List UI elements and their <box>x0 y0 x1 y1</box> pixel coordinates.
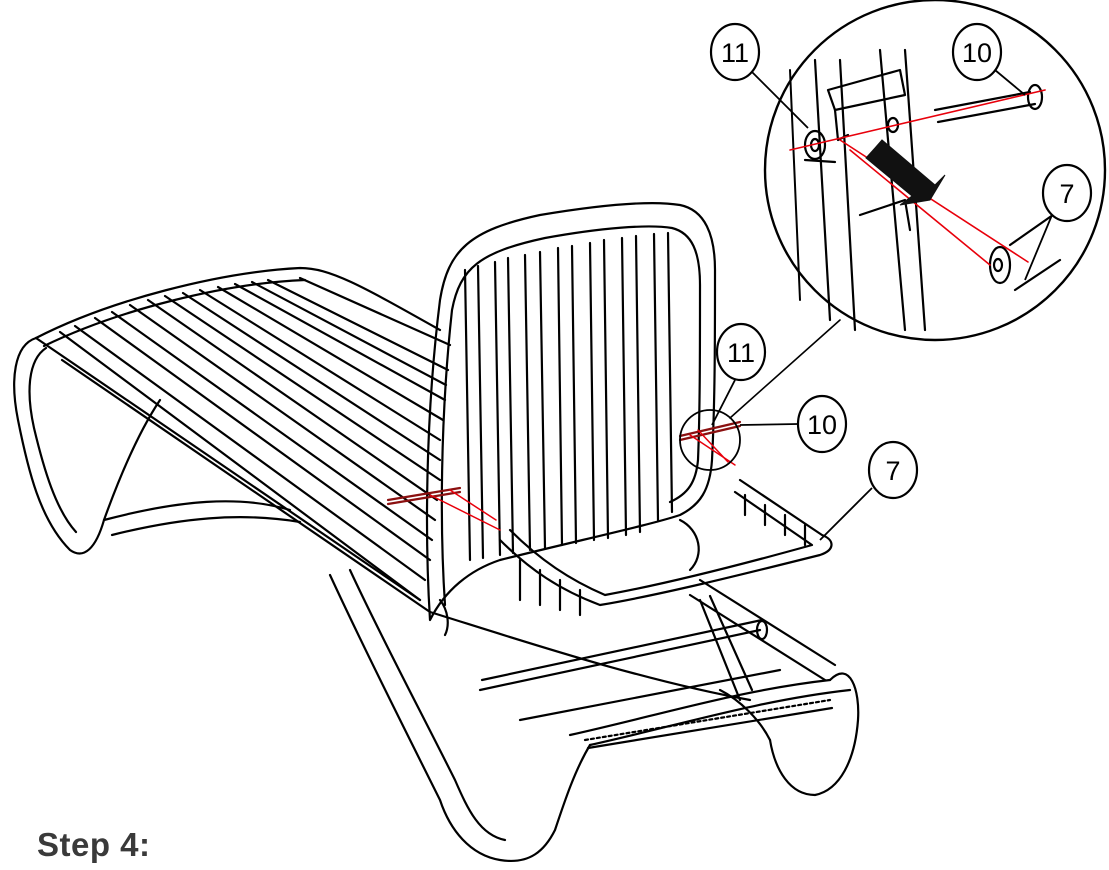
svg-text:11: 11 <box>727 338 755 368</box>
callout-main-11: 11 <box>711 322 767 426</box>
svg-text:7: 7 <box>885 456 900 486</box>
callout-detail-7: 7 <box>1024 163 1093 281</box>
insert-direction-arrow <box>865 139 946 206</box>
callout-detail-11: 11 <box>709 22 809 129</box>
seat-slats <box>34 266 452 602</box>
alignment-guides-main <box>429 429 736 531</box>
callout-detail-10: 10 <box>951 22 1026 96</box>
step-title: Step 4: <box>37 826 151 863</box>
pin-part-10-main <box>386 420 742 506</box>
backrest <box>425 201 717 637</box>
svg-text:11: 11 <box>721 38 749 68</box>
svg-text:10: 10 <box>807 410 837 440</box>
support-bar-part-7 <box>498 478 833 617</box>
lounger-base-frame <box>13 336 860 863</box>
detail-locator-circle <box>679 409 741 471</box>
detail-view <box>763 0 1107 342</box>
callout-main-7: 7 <box>819 440 919 541</box>
detail-leader-line <box>729 319 841 419</box>
callout-main-10: 10 <box>739 394 848 454</box>
svg-text:10: 10 <box>962 38 992 68</box>
svg-text:7: 7 <box>1059 179 1074 209</box>
